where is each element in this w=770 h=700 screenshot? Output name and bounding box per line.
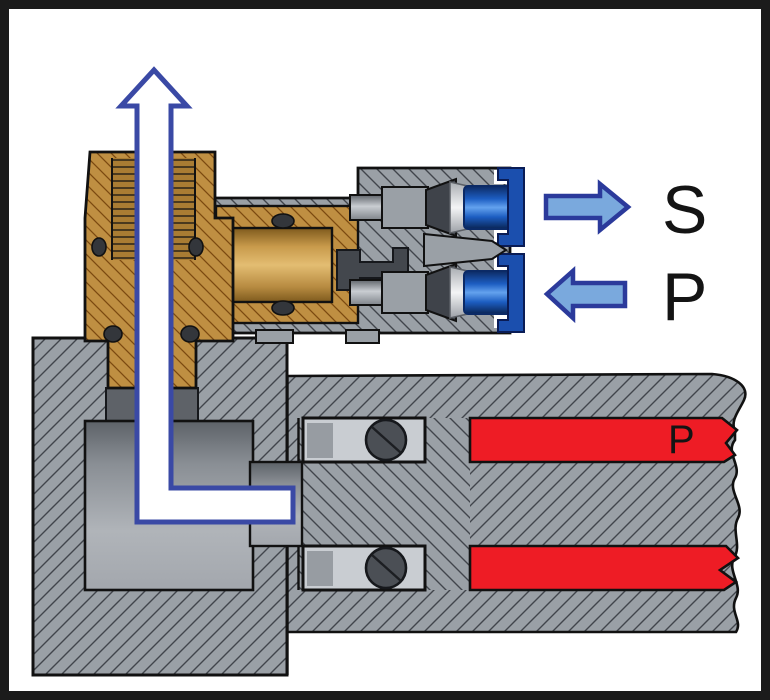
o-ring-groove-lower <box>301 544 427 592</box>
exhaust-flow-up-arrow <box>115 66 296 525</box>
seal-dot <box>180 325 200 343</box>
valve-cartridge <box>203 166 525 344</box>
seal-dot <box>271 300 295 316</box>
collet-cone <box>425 262 457 323</box>
fitting-cap-blue <box>497 253 525 333</box>
port-separator-wedge <box>423 232 508 268</box>
fitting-cap-blue <box>497 167 525 247</box>
o-ring-groove-upper <box>301 416 427 464</box>
seal-dot <box>271 213 295 229</box>
collet-cone <box>425 177 457 238</box>
seal-dot <box>91 237 107 257</box>
pressure-flow-arrow: P <box>543 259 707 335</box>
secondary-port-label: S <box>662 172 707 248</box>
push-in-fitting-s <box>349 167 525 247</box>
seal-dot <box>188 237 204 257</box>
push-in-fitting-p <box>349 253 525 333</box>
pressure-channel-upper: P <box>468 416 739 464</box>
pressure-port-label: P <box>662 259 707 335</box>
secondary-flow-arrow: S <box>543 172 707 248</box>
pressure-channel-label: P <box>668 418 695 462</box>
valve-piston <box>218 226 334 304</box>
seal-dot <box>103 325 123 343</box>
pressure-channel-lower <box>468 544 741 592</box>
